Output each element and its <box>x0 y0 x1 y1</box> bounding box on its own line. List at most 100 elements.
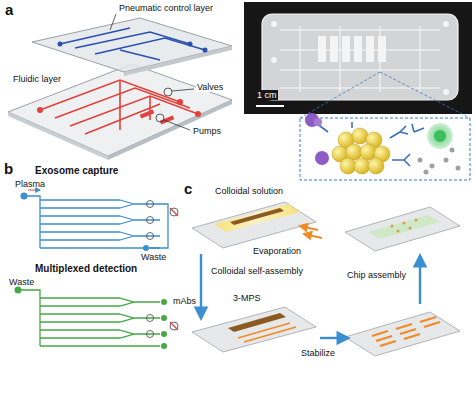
reagent-label: mAbs <box>172 296 197 306</box>
path-shape <box>85 104 160 134</box>
part-label: Pumps <box>192 126 222 136</box>
silane-plate <box>192 307 316 352</box>
g-shape <box>305 113 329 165</box>
path-shape <box>150 204 168 248</box>
part-label: Valves <box>196 82 224 92</box>
step-label: Colloidal solution <box>214 186 284 196</box>
circle-shape <box>147 201 154 208</box>
section-title: Multiplexed detection <box>34 263 138 275</box>
circle-shape <box>161 299 167 305</box>
circle-shape <box>170 322 178 330</box>
stabilized-plate <box>345 312 460 356</box>
rect-shape <box>354 36 362 62</box>
scale-label: 1 cm <box>256 90 278 100</box>
layer-label: Fluidic layer <box>12 74 62 84</box>
circle-shape <box>409 227 412 230</box>
path-shape <box>256 105 284 107</box>
polygon-shape <box>192 307 316 352</box>
circle-shape <box>147 217 154 224</box>
path-shape <box>376 336 392 341</box>
circle-shape <box>58 42 63 47</box>
path-shape <box>280 70 440 71</box>
assembled-plate <box>345 207 460 251</box>
path-shape <box>300 26 301 92</box>
step-label: Colloidal self-assembly <box>210 266 304 276</box>
g-shape <box>418 148 461 175</box>
panel-letter: c <box>183 180 193 197</box>
circle-shape <box>444 158 449 163</box>
path-shape <box>120 50 160 60</box>
rect-shape <box>330 36 338 62</box>
closed-valve <box>170 322 178 330</box>
detection-ports <box>15 287 168 350</box>
circle-shape <box>161 315 167 321</box>
circle-shape <box>161 343 167 349</box>
polygon-shape <box>228 313 286 332</box>
circle-shape <box>346 144 362 160</box>
g-shape <box>372 317 440 346</box>
circle-shape <box>147 233 154 240</box>
circle-shape <box>203 48 208 53</box>
g-shape <box>40 80 198 134</box>
path-shape <box>172 89 194 91</box>
rect-shape <box>342 36 350 62</box>
capture-ports <box>21 193 150 252</box>
path-shape <box>390 126 408 138</box>
path-shape <box>26 196 40 248</box>
path-shape <box>120 200 134 240</box>
polygon-shape <box>345 312 460 356</box>
rect-shape <box>262 14 458 100</box>
path-shape <box>420 26 421 92</box>
path-shape <box>119 80 121 130</box>
port-label: Plasma <box>14 179 46 189</box>
g-shape <box>238 323 296 342</box>
path-shape <box>120 298 134 338</box>
path-shape <box>110 14 116 30</box>
panel-letter: a <box>4 1 14 18</box>
path-shape <box>120 302 160 346</box>
detection-channels <box>20 290 160 346</box>
circle-shape <box>271 57 277 63</box>
g-shape <box>58 42 208 53</box>
path-shape <box>40 80 180 110</box>
path-shape <box>400 329 416 334</box>
path-shape <box>120 204 160 248</box>
path-shape <box>372 331 388 336</box>
chip-photo <box>244 2 472 114</box>
circle-shape <box>188 42 193 47</box>
path-shape <box>320 337 348 339</box>
polygon-shape <box>32 18 232 72</box>
circle-shape <box>368 158 384 174</box>
g-shape <box>391 219 418 233</box>
circle-shape <box>418 158 423 163</box>
circle-shape <box>161 331 167 337</box>
rect-shape <box>140 110 154 119</box>
circle-shape <box>427 123 453 149</box>
path-shape <box>420 317 436 322</box>
pneumatic-control-layer <box>32 18 232 76</box>
path-shape <box>392 154 410 166</box>
polygon-shape <box>108 100 232 160</box>
circle-shape <box>443 89 449 95</box>
polygon-shape <box>230 208 284 225</box>
capture-channels <box>26 196 168 248</box>
path-shape <box>40 200 120 248</box>
circle-shape <box>143 245 149 251</box>
circle-shape <box>170 208 178 216</box>
polygon-shape <box>8 112 108 160</box>
polygon-shape <box>124 46 232 76</box>
circle-shape <box>403 222 406 225</box>
path-shape <box>164 120 190 130</box>
circle-shape <box>456 166 461 171</box>
circle-shape <box>354 158 370 174</box>
path-shape <box>314 118 328 132</box>
circle-shape <box>164 88 172 96</box>
g-shape <box>280 26 440 92</box>
circle-shape <box>147 315 154 322</box>
polygon-shape <box>368 215 440 239</box>
flow-arrow <box>28 190 40 191</box>
circle-shape <box>391 225 394 228</box>
path-shape <box>20 290 40 346</box>
path-shape <box>419 256 421 304</box>
